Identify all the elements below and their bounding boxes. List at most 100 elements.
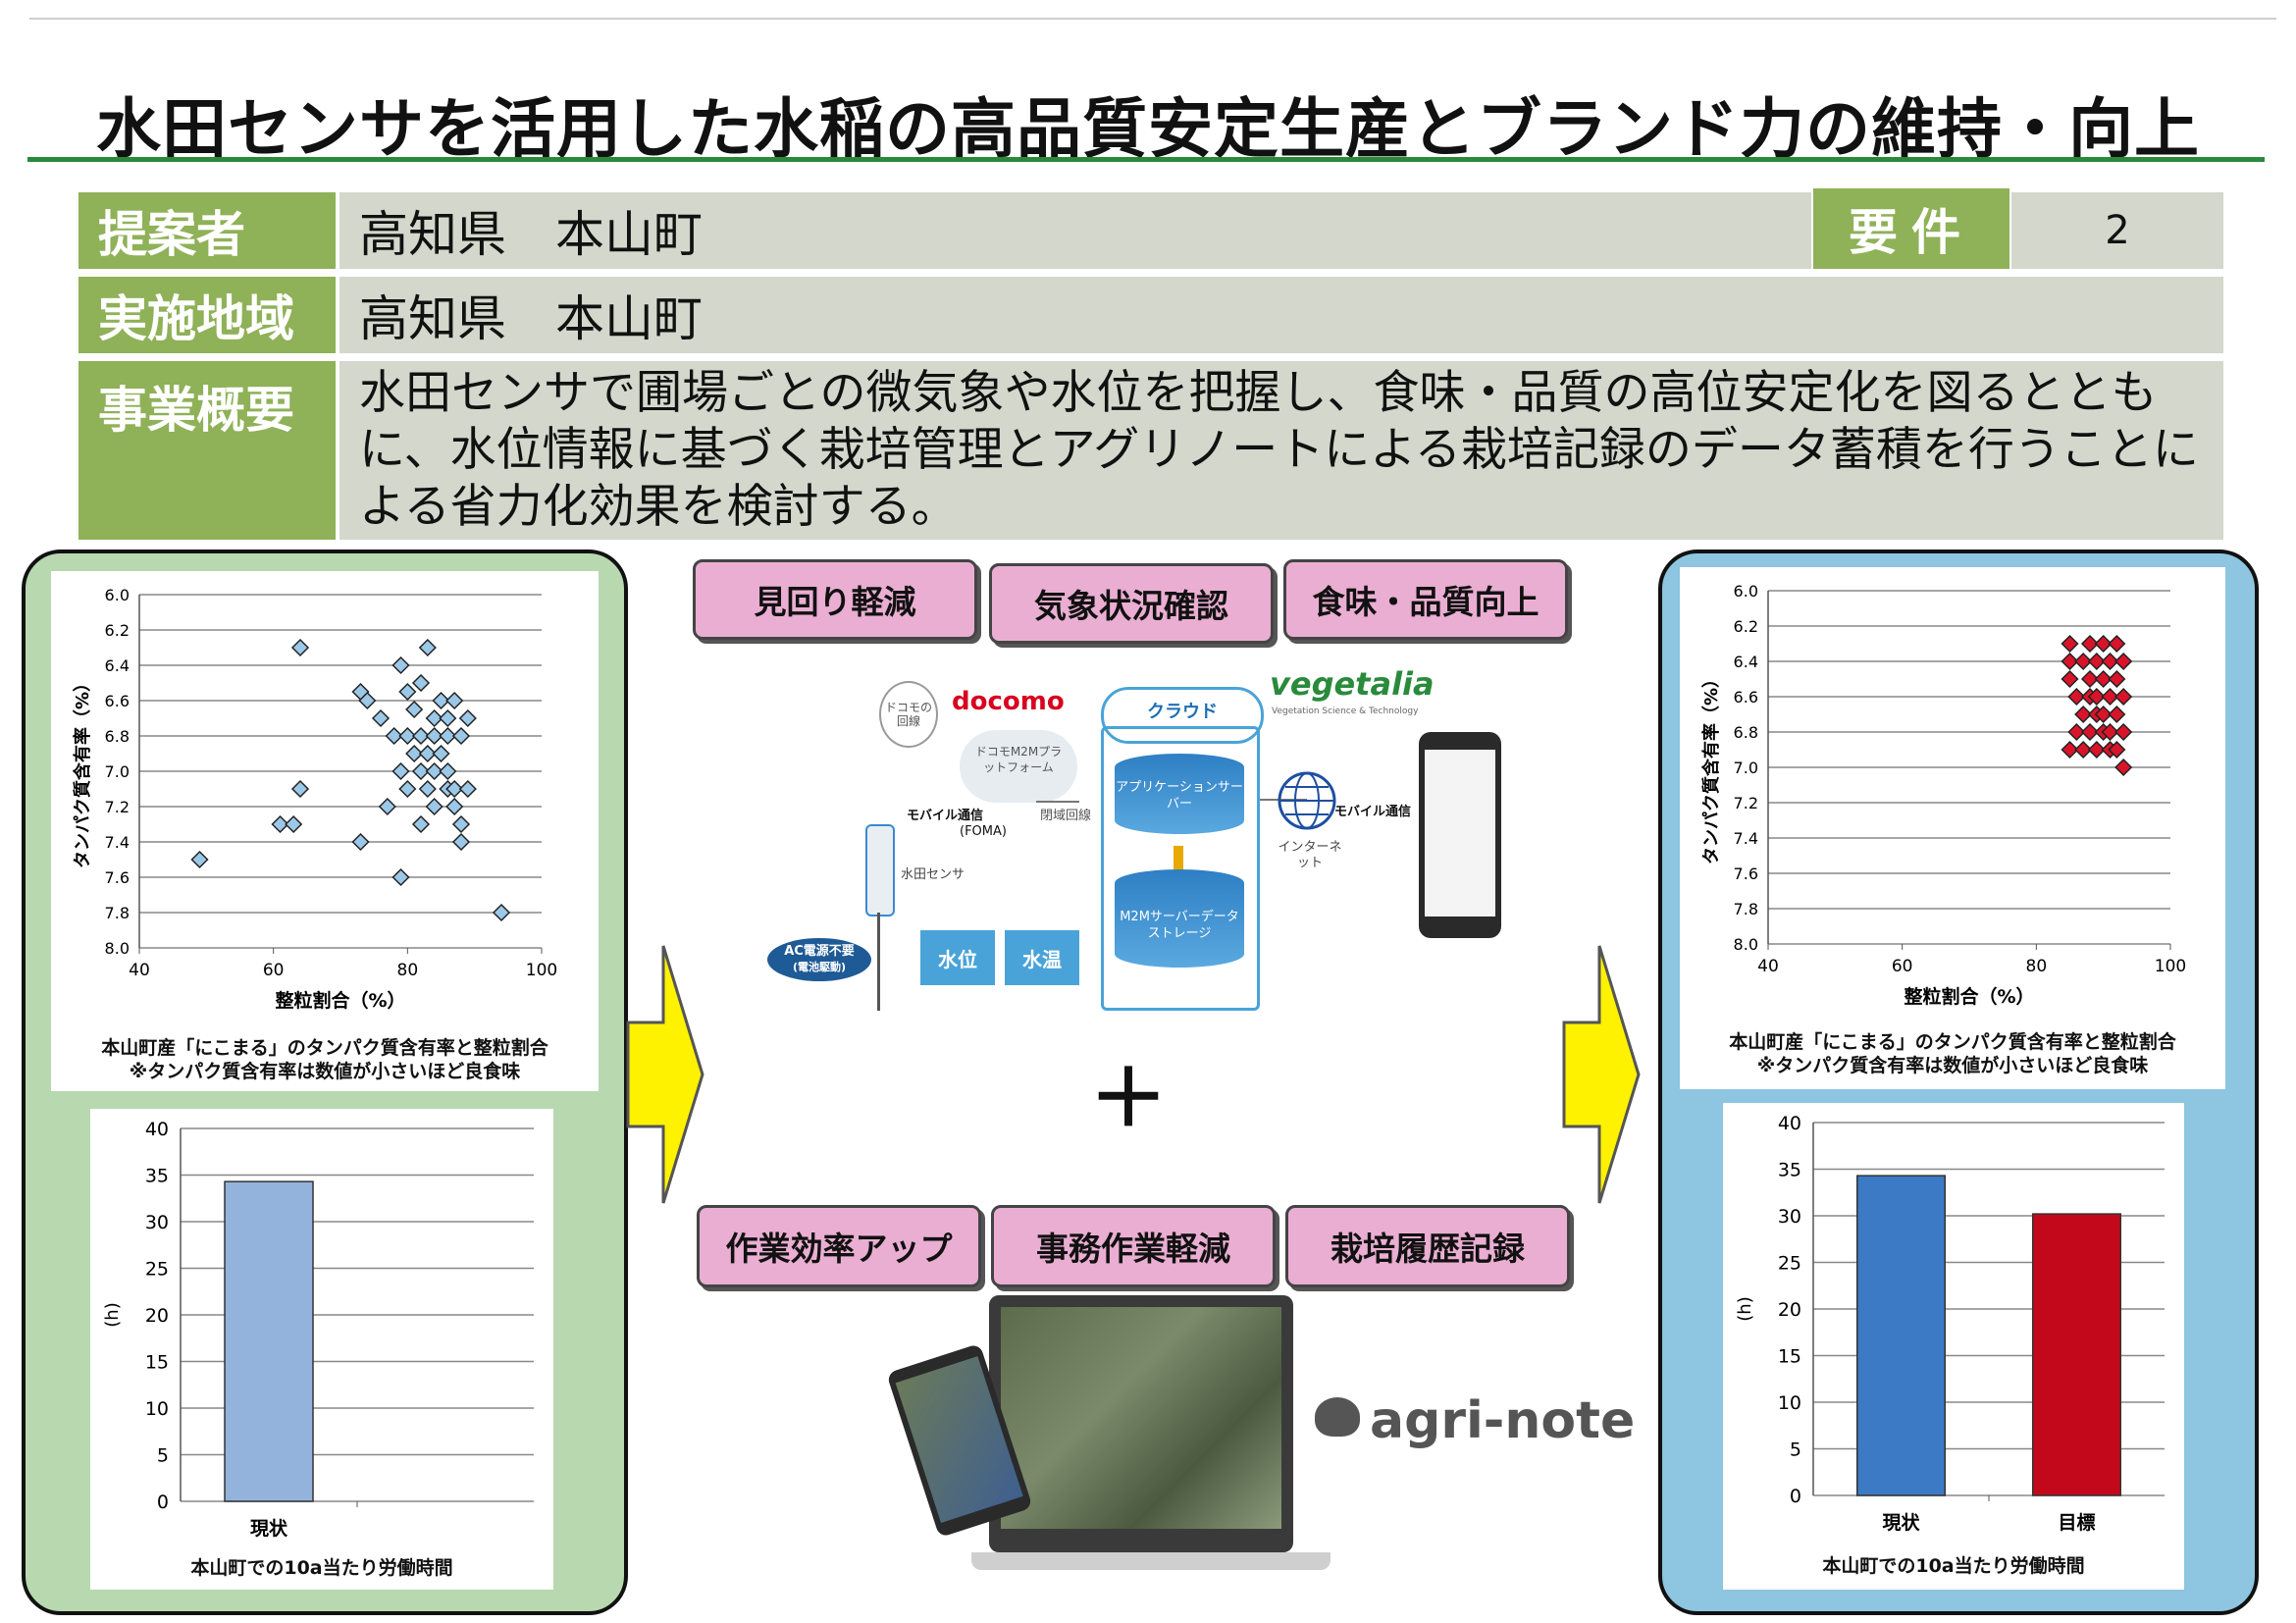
left-scatter-x-axis-label: 整粒割合（%） — [275, 989, 405, 1012]
right-scatter-ytick-label: 6.6 — [1734, 688, 1758, 707]
right-scatter-point — [2108, 705, 2126, 724]
left-bar-caption: 本山町での10a当たり労働時間 — [190, 1557, 453, 1579]
left-scatter-point — [411, 814, 431, 834]
right-scatter-point — [2087, 740, 2106, 759]
left-scatter-point — [439, 726, 457, 746]
right-bar-ytick-label: 20 — [1778, 1299, 1801, 1321]
left-scatter-ytick-label: 7.4 — [105, 833, 130, 852]
right-scatter-point — [2074, 652, 2093, 671]
left-scatter-ytick-label: 6.4 — [105, 656, 130, 675]
right-scatter-point — [2114, 652, 2133, 671]
m2m-platform-cloud: ドコモM2Mプラットフォーム — [960, 730, 1077, 803]
right-bar-ytick-label: 35 — [1778, 1160, 1801, 1181]
left-bar-ytick-label: 30 — [145, 1212, 169, 1233]
left-scatter-point — [398, 682, 417, 702]
left-bar-ytick-label: 40 — [145, 1119, 169, 1140]
requirement-label: 要件 — [1813, 188, 2009, 269]
left-scatter-point — [358, 691, 377, 710]
left-scatter-point — [391, 867, 410, 887]
left-scatter-point — [290, 779, 310, 799]
system-diagram: ドコモの回線 docomo ドコモM2Mプラットフォーム モバイル通信 (FOM… — [746, 665, 1531, 1021]
left-bar-ytick-label: 15 — [145, 1352, 169, 1374]
left-bar-ytick-label: 5 — [157, 1445, 169, 1467]
left-scatter-point — [271, 814, 289, 834]
left-scatter-xtick-label: 100 — [526, 961, 557, 980]
right-bar-category-label: 現状 — [1882, 1511, 1920, 1534]
left-scatter-point — [445, 779, 464, 799]
benefit-quality-up: 食味・品質向上 — [1283, 559, 1568, 640]
left-scatter-ytick-label: 7.0 — [105, 762, 130, 781]
left-scatter-point — [411, 673, 431, 693]
right-bar-caption: 本山町での10a当たり労働時間 — [1822, 1555, 2085, 1577]
right-scatter-point — [2108, 669, 2126, 689]
right-scatter-xtick-label: 60 — [1892, 957, 1913, 976]
ac-power-badge: AC電源不要 (電池駆動) — [767, 938, 871, 981]
benefit-cultivation-record: 栽培履歴記録 — [1285, 1205, 1570, 1287]
right-scatter-point — [2087, 652, 2106, 671]
right-scatter-point — [2114, 758, 2133, 777]
left-scatter-point — [418, 638, 437, 657]
left-scatter-point — [391, 761, 410, 781]
left-scatter-y-axis-label: タンパク質含有率（%） — [72, 674, 93, 868]
summary-label: 事業概要 — [78, 361, 336, 540]
left-scatter-point — [445, 797, 464, 816]
left-scatter-ytick-label: 7.2 — [105, 798, 130, 816]
left-scatter-point — [378, 797, 396, 816]
summary-value: 水田センサで圃場ごとの微気象や水位を把握し、食味・品質の高位安定化を図るとともに… — [339, 361, 2223, 540]
water-temp-box: 水温 — [1005, 930, 1079, 985]
right-bar-ytick-label: 25 — [1778, 1253, 1801, 1275]
left-scatter-point — [439, 761, 457, 781]
right-scatter-point — [2067, 722, 2086, 742]
left-scatter-xtick-label: 40 — [129, 961, 150, 980]
app-server-cylinder: アプリケーションサーバー — [1115, 754, 1244, 834]
right-arrow-icon — [1562, 945, 1641, 1204]
mobile-comm-right: モバイル通信 — [1334, 805, 1412, 819]
right-scatter-point — [2074, 705, 2093, 724]
area-value: 高知県 本山町 — [339, 277, 2223, 353]
right-scatter-point — [2061, 740, 2079, 759]
internet-label: インターネット — [1278, 840, 1342, 870]
proposer-value: 高知県 本山町 — [339, 192, 1811, 269]
frog-logo-icon — [1315, 1397, 1360, 1437]
left-scatter-point — [418, 779, 437, 799]
right-bar-bar — [2032, 1213, 2121, 1496]
right-scatter-point — [2061, 669, 2079, 689]
left-bar-ytick-label: 0 — [157, 1492, 169, 1513]
left-scatter-point — [432, 691, 450, 710]
top-rule — [29, 18, 2276, 20]
left-scatter-point — [425, 761, 444, 781]
left-bar-ytick-label: 20 — [145, 1305, 169, 1327]
right-scatter-ytick-label: 7.4 — [1734, 829, 1758, 848]
plus-sign: ＋ — [1089, 1053, 1168, 1144]
right-scatter-point — [2061, 652, 2079, 671]
vegetalia-logo: vegetalia — [1270, 665, 1435, 703]
right-bar-ytick-label: 0 — [1790, 1486, 1801, 1507]
right-bar-category-label: 目標 — [2058, 1511, 2095, 1534]
right-scatter-point — [2108, 634, 2126, 654]
left-scatter-point — [458, 708, 477, 728]
cloud-label: クラウド — [1101, 687, 1264, 744]
left-scatter-point — [285, 814, 303, 834]
benefit-patrol-reduction: 見回り軽減 — [693, 559, 977, 640]
upload-arrow-icon — [1174, 846, 1183, 887]
left-scatter-point — [492, 903, 511, 922]
right-scatter-point — [2094, 634, 2113, 654]
right-bar-ytick-label: 10 — [1778, 1392, 1801, 1414]
left-scatter-point — [351, 832, 370, 852]
right-bar-ytick-label: 40 — [1778, 1113, 1801, 1134]
left-bar-ytick-label: 10 — [145, 1398, 169, 1420]
right-scatter-xtick-label: 100 — [2155, 957, 2186, 976]
right-scatter-point — [2087, 687, 2106, 707]
left-scatter-point — [391, 655, 410, 675]
left-scatter-point — [290, 638, 310, 657]
right-bar-bar — [1856, 1175, 1946, 1496]
right-scatter-ytick-label: 7.0 — [1734, 759, 1758, 777]
right-scatter-point — [2114, 722, 2133, 742]
paddy-sensor-label: 水田センサ — [901, 867, 965, 882]
battery-label: (電池駆動) — [792, 961, 847, 973]
right-scatter-ytick-label: 6.8 — [1734, 723, 1758, 742]
